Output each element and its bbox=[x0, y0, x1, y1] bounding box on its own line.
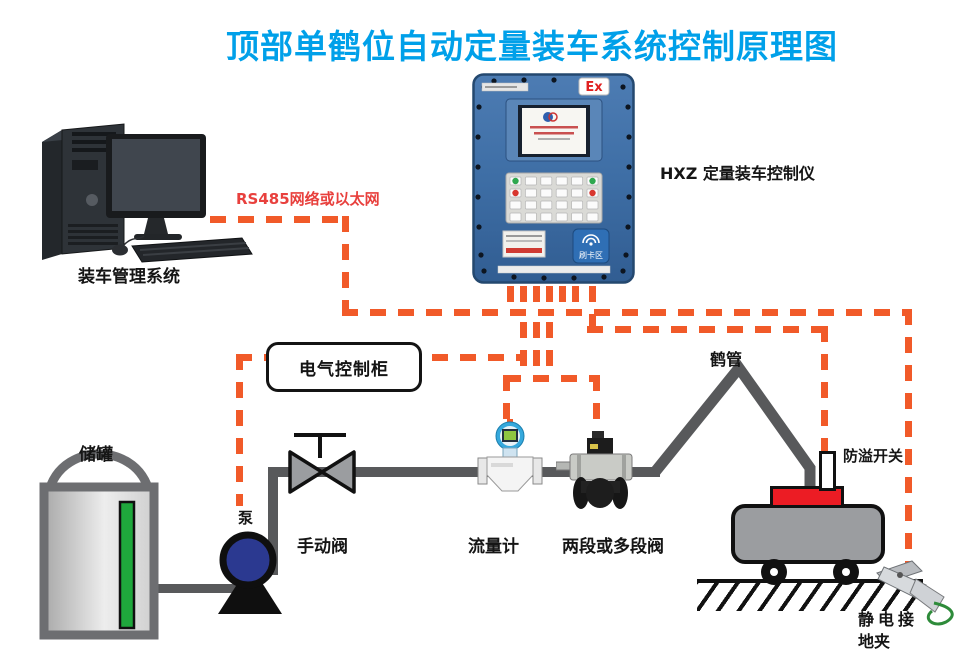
static-grounding-clamp bbox=[876, 560, 954, 626]
flange-left bbox=[477, 457, 488, 485]
spec-label bbox=[502, 230, 546, 258]
pump bbox=[218, 531, 282, 614]
rfid-wave-icon bbox=[582, 234, 600, 244]
wire-drop-c bbox=[546, 322, 553, 378]
flange-right bbox=[532, 457, 543, 485]
overflow-switch-label: 防溢开关 bbox=[843, 447, 904, 465]
tower-side bbox=[42, 130, 62, 260]
meter-display bbox=[504, 431, 516, 440]
pump-base bbox=[218, 564, 282, 614]
ex-badge-text: Ex bbox=[585, 80, 603, 95]
ground-line bbox=[697, 579, 923, 583]
wire-to-flow-meter bbox=[503, 375, 510, 427]
mouse bbox=[112, 244, 128, 256]
wire-controller-pigtail-2 bbox=[520, 286, 527, 311]
static-clamp-label-line2: 地夹 bbox=[858, 632, 891, 651]
screen bbox=[522, 108, 586, 154]
wire-drop-a bbox=[520, 322, 527, 378]
enclosure-bolts bbox=[475, 77, 632, 281]
tank-body bbox=[39, 482, 159, 640]
multi-stage-valve bbox=[556, 431, 633, 509]
valve-positioner bbox=[587, 438, 613, 458]
network-label: RS485网络或以太网 bbox=[236, 190, 380, 208]
hxz-controller-device: Ex 刷卡区 bbox=[472, 73, 635, 284]
ex-badge bbox=[578, 77, 610, 96]
wire-network-horizontal bbox=[210, 216, 348, 223]
wire-meter-bus bbox=[505, 375, 600, 382]
wire-overflow-bus bbox=[587, 326, 827, 333]
page-title: 顶部单鹤位自动定量装车系统控制原理图 bbox=[226, 27, 838, 66]
wire-network-vertical bbox=[342, 216, 349, 316]
wire-controller-pigtail-3 bbox=[533, 286, 540, 311]
indicator-green-left bbox=[512, 177, 519, 185]
wire-drop-b bbox=[533, 322, 540, 378]
indicator-green-right bbox=[589, 177, 596, 185]
truck-hatch bbox=[770, 486, 844, 508]
wire-main-bus bbox=[342, 309, 912, 316]
truck-wheel-left bbox=[761, 559, 787, 585]
static-clamp-label-line1: 静电接 bbox=[858, 610, 919, 629]
tanker-truck-body bbox=[731, 504, 885, 564]
ground-wire bbox=[926, 601, 954, 626]
tank-label: 储罐 bbox=[79, 445, 113, 465]
rfid-label: 刷卡区 bbox=[579, 250, 603, 260]
wire-controller-pigtail-6 bbox=[572, 286, 579, 311]
pipe-tank-to-pump bbox=[152, 584, 252, 593]
valve-ball-body bbox=[586, 478, 614, 508]
manual-valve-label: 手动阀 bbox=[297, 537, 348, 557]
wire-to-ground-clamp bbox=[905, 309, 912, 571]
loading-arm-label: 鹤管 bbox=[710, 350, 743, 369]
pipe-pump-riser bbox=[268, 470, 278, 575]
wire-controller-pigtail-1 bbox=[507, 286, 514, 311]
indicator-red-left bbox=[512, 189, 519, 197]
multi-valve-label: 两段或多段阀 bbox=[562, 537, 664, 557]
wire-controller-pigtail-4 bbox=[546, 286, 553, 311]
flow-meter-label: 流量计 bbox=[468, 537, 519, 557]
rfid-card-area bbox=[572, 228, 610, 264]
wire-to-multi-valve bbox=[593, 375, 600, 441]
level-gauge bbox=[118, 500, 136, 630]
electrical-cabinet-label: 电气控制柜 bbox=[299, 359, 389, 380]
pipe-main-line bbox=[268, 467, 660, 477]
computer-label: 装车管理系统 bbox=[78, 267, 180, 287]
manual-valve bbox=[288, 433, 356, 494]
wire-to-pump bbox=[236, 354, 243, 506]
wire-controller-pigtail-5 bbox=[559, 286, 566, 311]
controller-label: HXZ 定量装车控制仪 bbox=[660, 164, 815, 183]
flow-meter bbox=[477, 419, 543, 492]
wire-to-overflow-switch bbox=[821, 326, 828, 454]
overflow-switch-probe bbox=[819, 451, 836, 491]
computer-workstation bbox=[42, 123, 253, 263]
pump-label: 泵 bbox=[238, 509, 254, 527]
keypad-panel bbox=[505, 172, 603, 224]
storage-tank bbox=[39, 449, 159, 640]
meter-body bbox=[486, 456, 534, 492]
pump-casing bbox=[219, 531, 277, 589]
electrical-cabinet-box: 电气控制柜 bbox=[266, 342, 422, 392]
indicator-red-right bbox=[589, 189, 596, 197]
truck-wheel-right bbox=[833, 559, 859, 585]
ground-hatching bbox=[697, 583, 923, 611]
wire-controller-pigtail-7 bbox=[589, 286, 596, 331]
loading-arm-pipe bbox=[650, 358, 816, 492]
